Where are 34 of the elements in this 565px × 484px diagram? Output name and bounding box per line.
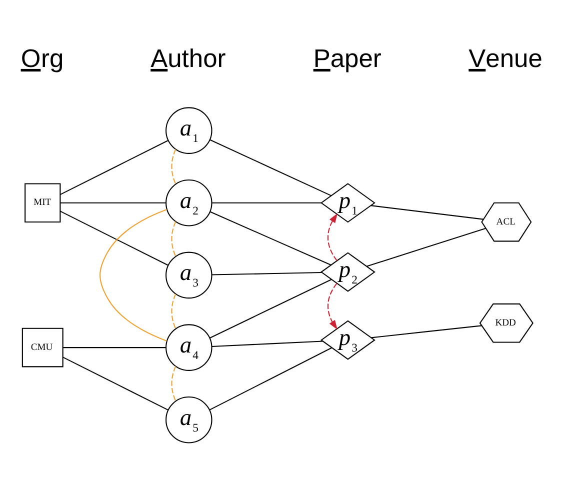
node-circle: a$_{4}$ — [166, 324, 212, 370]
connector — [371, 324, 482, 338]
connector — [60, 210, 168, 266]
connector — [60, 202, 166, 203]
connector — [371, 204, 484, 220]
node-circle: a$_{1}$ — [166, 106, 212, 154]
connector — [100, 208, 167, 341]
connector — [212, 340, 323, 347]
node-circle: a$_{3}$ — [166, 251, 212, 298]
label: Paper — [313, 44, 382, 72]
connector — [212, 202, 322, 203]
connector — [60, 140, 168, 195]
label: Author — [150, 44, 226, 72]
connector — [62, 356, 168, 410]
arrow — [327, 212, 338, 260]
node-diamond: p$_{2}$ — [320, 252, 376, 292]
connector — [366, 227, 486, 266]
label: Venue — [468, 44, 542, 72]
connector — [210, 210, 332, 266]
node-circle: a$_{5}$ — [166, 396, 212, 443]
node-circle: a$_{2}$ — [166, 178, 212, 226]
label: Org — [20, 44, 64, 72]
connector — [171, 366, 176, 401]
arrow — [327, 282, 338, 330]
connector — [171, 293, 176, 328]
connector — [210, 138, 332, 196]
connector — [171, 220, 176, 256]
connector — [210, 278, 332, 338]
node-box: CMU — [22, 327, 64, 367]
node-box: MIT — [24, 182, 61, 222]
connector — [63, 346, 166, 348]
connector — [212, 272, 322, 275]
connector — [209, 346, 332, 410]
connector — [171, 148, 176, 184]
